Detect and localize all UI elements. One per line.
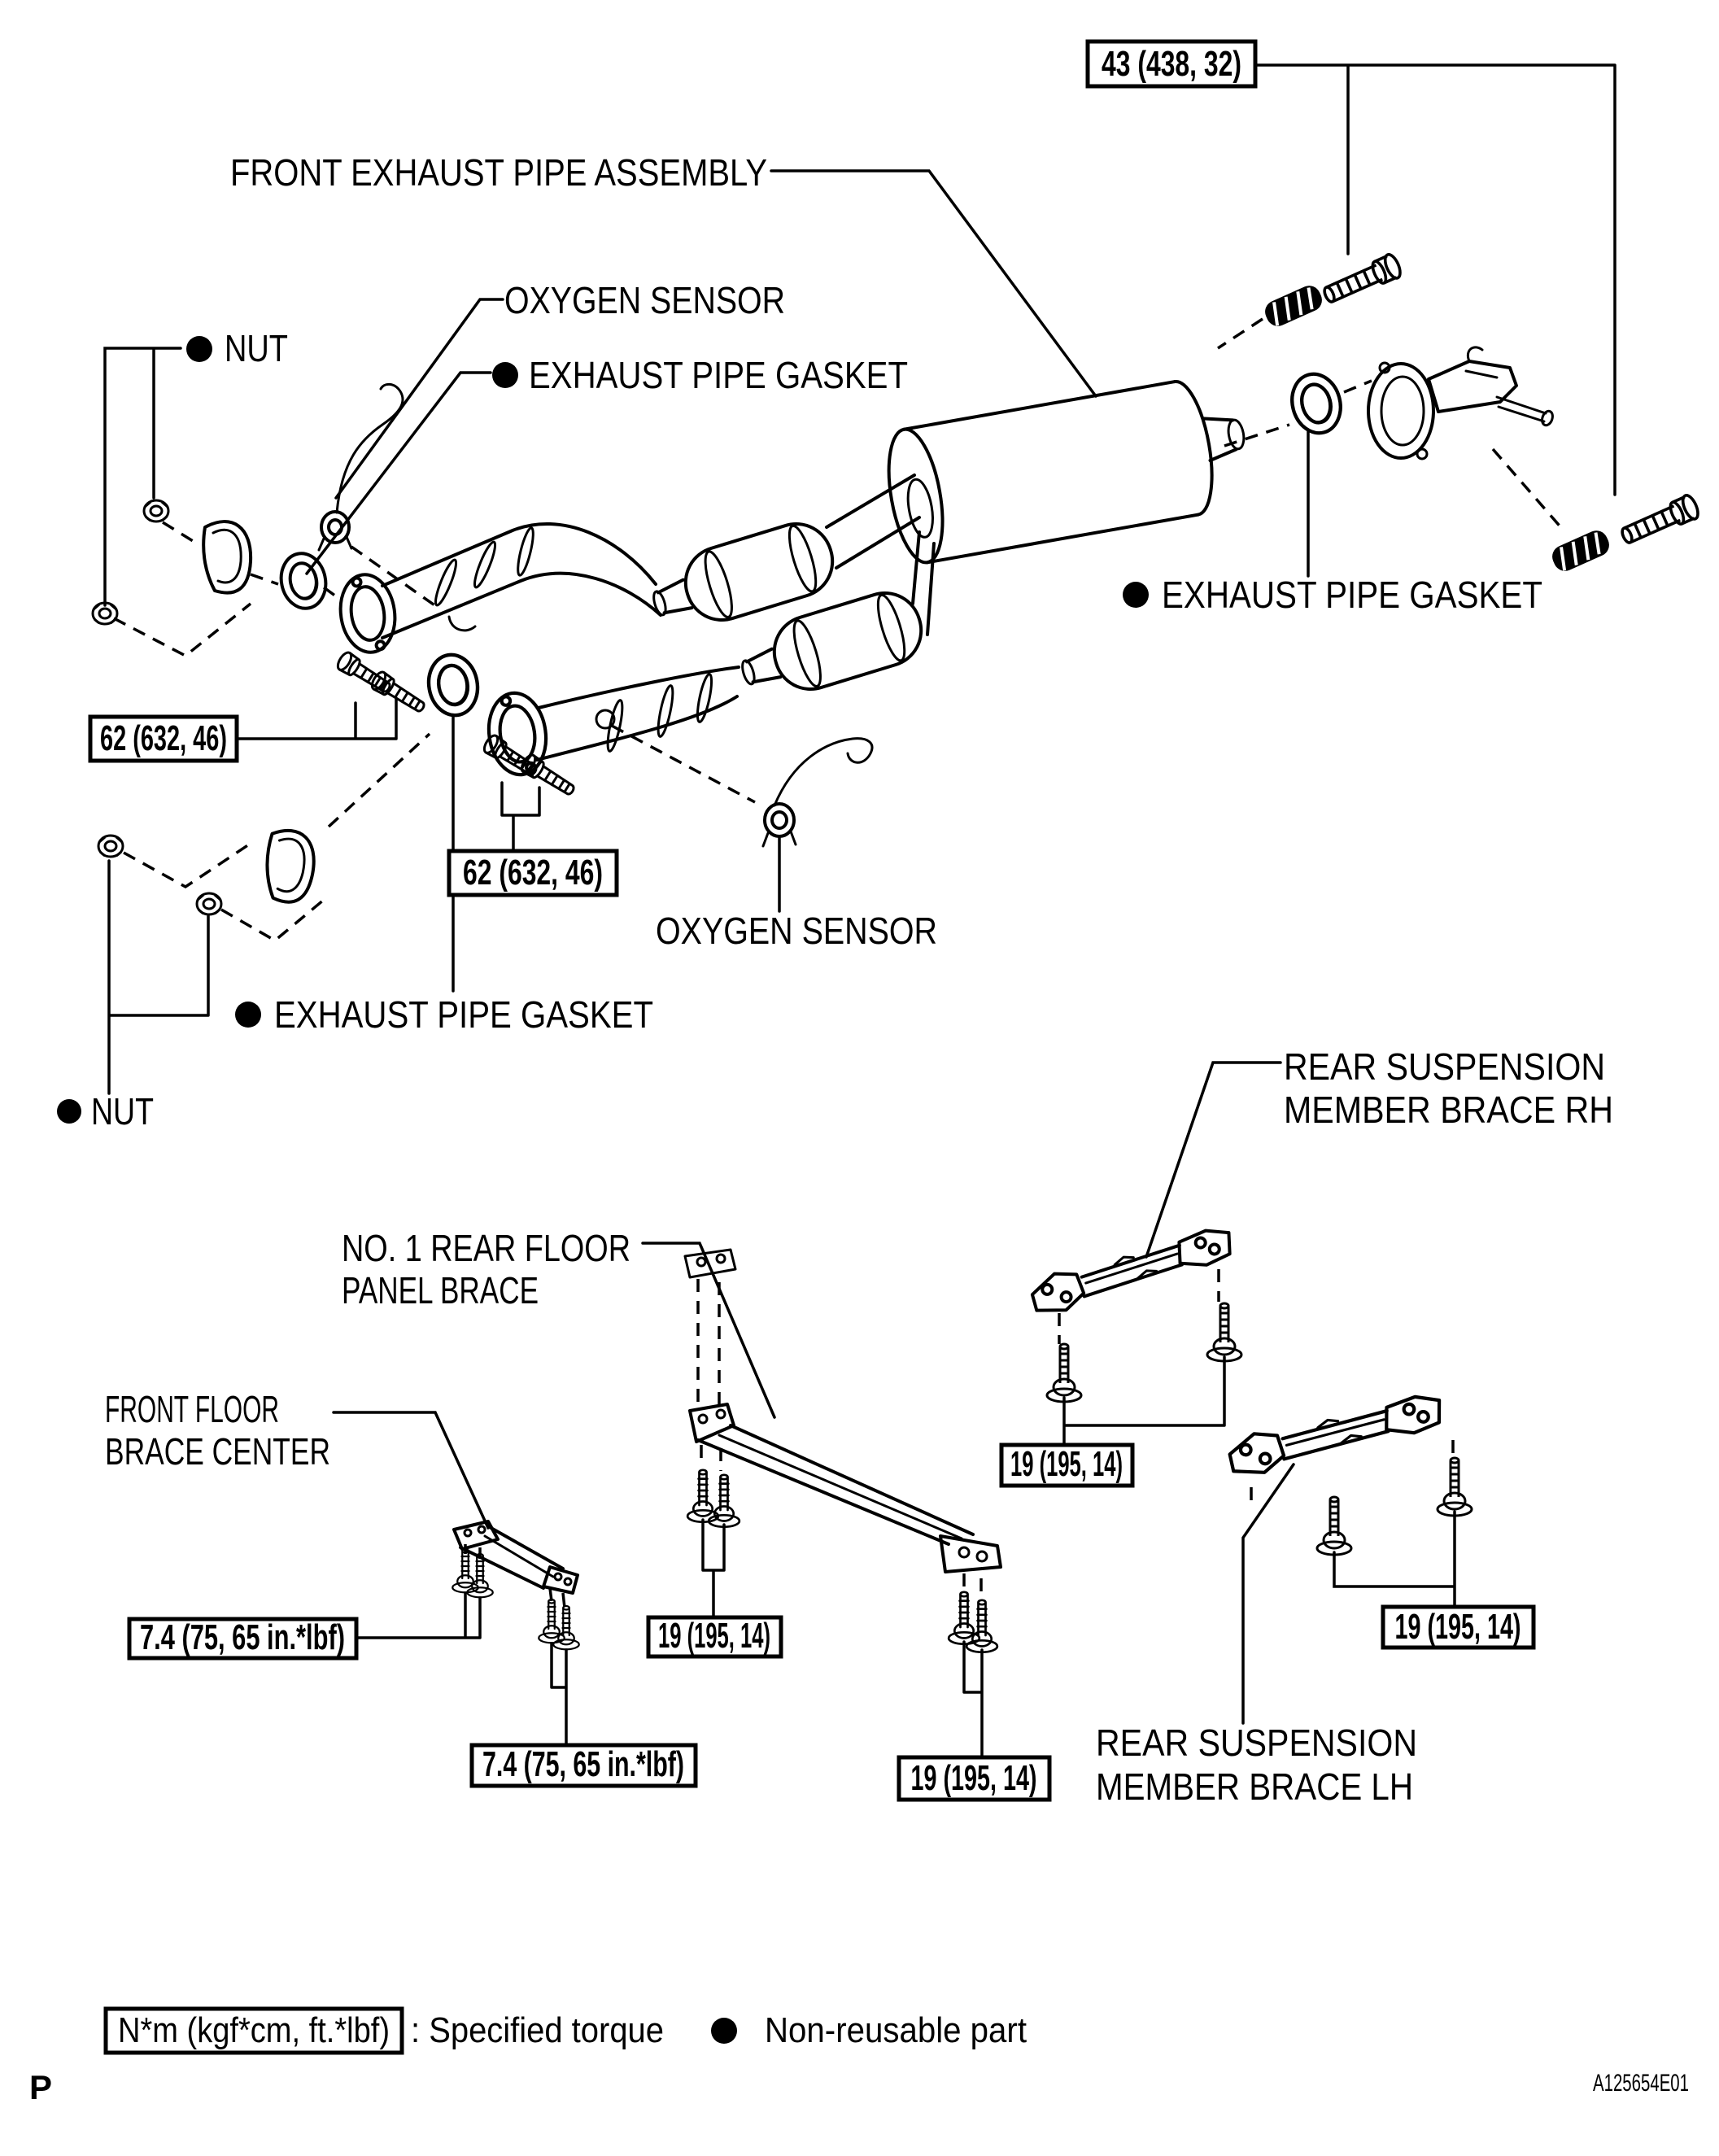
- label-rear-suspension-member-brace-rh-line1: REAR SUSPENSION: [1284, 1045, 1605, 1088]
- torque-value: 7.4 (75, 65 in.*lbf): [140, 1617, 345, 1657]
- label-rear-suspension-member-brace-rh-line2: MEMBER BRACE RH: [1284, 1089, 1613, 1131]
- label-front-floor-brace-center-line2: BRACE CENTER: [105, 1430, 330, 1473]
- label-no1-rear-floor-panel-brace-line2: PANEL BRACE: [342, 1269, 539, 1311]
- support-bolt-lower: [1616, 491, 1703, 551]
- page-marker: P: [29, 2068, 52, 2106]
- brace-bolt: [1206, 1302, 1243, 1363]
- torque-box-19-mid-upper: 19 (195, 14): [646, 1615, 783, 1659]
- front-pipe-inlet-flange-lower: [484, 689, 552, 778]
- catalytic-converter-front: [652, 522, 835, 622]
- torque-box-74-left: 7.4 (75, 65 in.*lbf): [127, 1617, 359, 1661]
- exhaust-pipe-gasket-right-drawing: [1285, 369, 1346, 439]
- non-reusable-dot: [492, 362, 518, 388]
- label-exhaust-pipe-gasket-right: EXHAUST PIPE GASKET: [1162, 574, 1542, 616]
- exhaust-pipe-gasket-lower-drawing: [424, 651, 482, 719]
- muffler-drawing: [887, 379, 1246, 565]
- torque-value: 19 (195, 14): [911, 1758, 1037, 1798]
- catalytic-converter-rear: [741, 591, 923, 691]
- no1-rear-floor-panel-brace-drawing: [683, 1248, 1002, 1654]
- figure-code: A125654E01: [1593, 2070, 1689, 2097]
- torque-box-74-right: 7.4 (75, 65 in.*lbf): [469, 1743, 698, 1788]
- compression-spring-upper: [1259, 280, 1328, 332]
- rear-suspension-member-brace-lh-drawing: [1227, 1395, 1473, 1556]
- torque-value: 19 (195, 14): [658, 1616, 770, 1656]
- label-oxygen-sensor-lower: OXYGEN SENSOR: [656, 910, 937, 952]
- oxygen-sensor-upper-drawing: [317, 382, 404, 552]
- torque-value: 62 (632, 46): [100, 718, 227, 758]
- leader-lines: [103, 63, 1616, 1759]
- label-front-exhaust-pipe-assembly: FRONT EXHAUST PIPE ASSEMBLY: [230, 151, 767, 194]
- brace-bolt: [1436, 1456, 1473, 1517]
- torque-value: 7.4 (75, 65 in.*lbf): [482, 1744, 684, 1784]
- brace-bolt: [537, 1598, 566, 1644]
- torque-value: 62 (632, 46): [463, 853, 603, 893]
- legend-torque-meaning: : Specified torque: [411, 2010, 664, 2050]
- torque-value: 19 (195, 14): [1010, 1444, 1123, 1484]
- label-no1-rear-floor-panel-brace-line1: NO. 1 REAR FLOOR: [342, 1227, 630, 1269]
- brace-bolt: [1045, 1342, 1083, 1403]
- label-rear-suspension-member-brace-lh-line2: MEMBER BRACE LH: [1096, 1765, 1413, 1808]
- label-front-floor-brace-center-line1: FRONT FLOOR: [105, 1388, 279, 1430]
- lower-front-pipe: [535, 666, 740, 762]
- nut-lower-b: [195, 892, 223, 916]
- non-reusable-dot: [235, 1002, 261, 1028]
- torque-value: 19 (195, 14): [1395, 1607, 1521, 1647]
- legend-non-reusable-meaning: Non-reusable part: [765, 2010, 1027, 2050]
- nut-lower-a: [97, 834, 124, 858]
- brace-bolt: [707, 1473, 741, 1529]
- front-exhaust-pipe-assembly-drawing: [91, 251, 1703, 916]
- torque-box-19-rh: 19 (195, 14): [999, 1442, 1135, 1488]
- label-rear-suspension-member-brace-lh-line1: REAR SUSPENSION: [1096, 1722, 1417, 1764]
- pipe-end-cap-upper: [202, 520, 253, 595]
- nut-upper-a: [142, 499, 170, 523]
- exhaust-pipe-gasket-upper-drawing: [274, 548, 333, 614]
- torque-box-19-mid-lower: 19 (195, 14): [897, 1755, 1052, 1802]
- label-exhaust-pipe-gasket-upper: EXHAUST PIPE GASKET: [529, 354, 908, 396]
- legend-torque-symbol: N*m (kgf*cm, ft.*lbf): [118, 2010, 390, 2050]
- support-bolt-upper: [1319, 251, 1405, 310]
- pipe-end-cap-lower: [260, 826, 321, 907]
- label-oxygen-sensor-upper: OXYGEN SENSOR: [504, 279, 785, 321]
- rear-support-flange: [1367, 346, 1554, 460]
- non-reusable-dot: [57, 1099, 81, 1124]
- compression-spring-lower: [1547, 525, 1615, 577]
- upper-front-pipe: [381, 522, 662, 639]
- label-exhaust-pipe-gasket-lower: EXHAUST PIPE GASKET: [274, 993, 653, 1036]
- torque-value: 43 (438, 32): [1102, 44, 1241, 84]
- label-nut-lower: NUT: [91, 1090, 154, 1133]
- front-floor-brace-center-drawing: [451, 1520, 581, 1651]
- brace-bolt: [1315, 1495, 1353, 1556]
- torque-box-19-lh: 19 (195, 14): [1381, 1604, 1536, 1650]
- brace-bolt: [947, 1591, 981, 1646]
- oxygen-sensor-lower-drawing: [761, 737, 874, 848]
- legend-torque-box: [103, 2006, 404, 2055]
- non-reusable-dot: [711, 2018, 737, 2044]
- torque-box-43: 43 (438, 32): [1085, 39, 1258, 89]
- intermediate-pipes: [825, 474, 936, 636]
- torque-box-62-lower: 62 (632, 46): [447, 849, 619, 897]
- non-reusable-dot: [186, 336, 212, 362]
- label-nut-upper: NUT: [225, 327, 288, 369]
- non-reusable-dot: [1123, 582, 1149, 608]
- torque-box-62-upper: 62 (632, 46): [88, 714, 239, 763]
- assembly-dashed-lines: [113, 317, 1565, 1608]
- legend: N*m (kgf*cm, ft.*lbf) : Specified torque…: [103, 2006, 1027, 2055]
